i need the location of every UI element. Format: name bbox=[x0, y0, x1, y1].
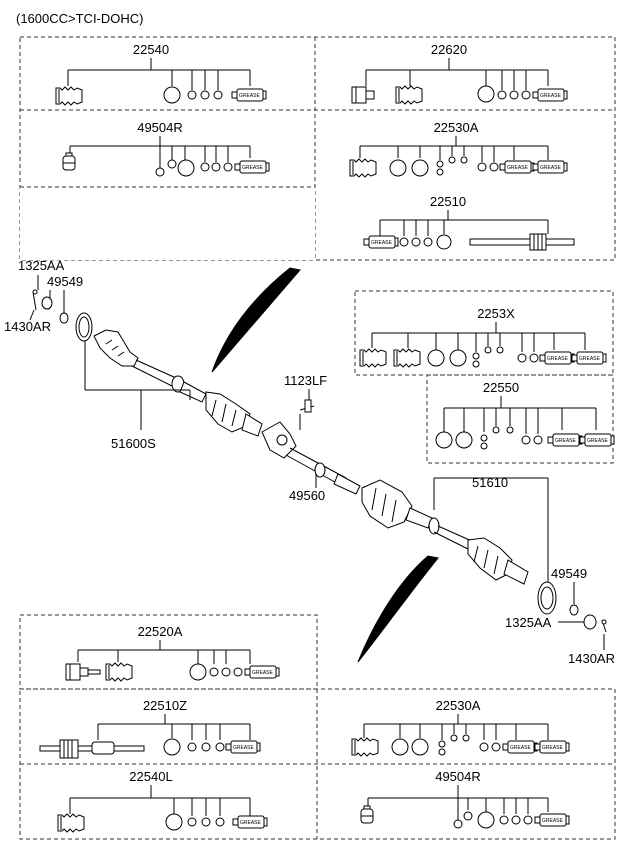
direction-wedge-lower bbox=[357, 555, 439, 663]
kit-22620[interactable]: 22620 GREASE bbox=[351, 42, 568, 105]
kit-22520A-label: 22520A bbox=[138, 624, 183, 639]
kit-22510-label: 22510 bbox=[430, 194, 466, 209]
svg-text:GREASE: GREASE bbox=[587, 438, 609, 444]
svg-text:GREASE: GREASE bbox=[540, 165, 562, 171]
label-1430AR-right: 1430AR bbox=[568, 651, 615, 666]
left-drive-shaft[interactable] bbox=[32, 289, 263, 437]
kit-22550-label: 22550 bbox=[483, 380, 519, 395]
direction-wedge-upper bbox=[211, 267, 301, 373]
washer-left bbox=[59, 312, 69, 324]
svg-text:GREASE: GREASE bbox=[252, 670, 274, 676]
intermediate-shaft[interactable] bbox=[261, 399, 361, 495]
kit-22540L[interactable]: 22540L GREASE bbox=[57, 769, 268, 833]
label-51610: 51610 bbox=[472, 475, 508, 490]
svg-text:GREASE: GREASE bbox=[542, 818, 564, 824]
kit-2253X-label: 2253X bbox=[477, 306, 515, 321]
kit-22550[interactable]: 22550 GREASE GREASE bbox=[435, 380, 615, 450]
kit-49504R-bottom-label: 49504R bbox=[435, 769, 481, 784]
svg-text:GREASE: GREASE bbox=[510, 745, 532, 751]
label-49560: 49560 bbox=[289, 488, 325, 503]
label-1325AA-right: 1325AA bbox=[505, 615, 552, 630]
label-51600S: 51600S bbox=[111, 436, 156, 451]
svg-text:GREASE: GREASE bbox=[242, 165, 264, 171]
label-1123LF: 1123LF bbox=[284, 373, 327, 388]
right-drive-shaft[interactable] bbox=[361, 477, 607, 633]
inner-cv-joint-right bbox=[361, 479, 413, 529]
kit-grid-top bbox=[19, 36, 616, 261]
kit-22540L-label: 22540L bbox=[129, 769, 172, 784]
svg-text:GREASE: GREASE bbox=[239, 93, 261, 99]
svg-text:GREASE: GREASE bbox=[542, 745, 564, 751]
svg-text:GREASE: GREASE bbox=[540, 93, 562, 99]
kit-22510Z-label: 22510Z bbox=[143, 698, 187, 713]
svg-text:GREASE: GREASE bbox=[233, 745, 255, 751]
svg-text:GREASE: GREASE bbox=[555, 438, 577, 444]
main-assembly-labels: 1325AA 49549 1430AR 51600S 1123LF 49560 … bbox=[4, 258, 615, 666]
label-1430AR-left: 1430AR bbox=[4, 319, 51, 334]
kit-22530A-bottom-label: 22530A bbox=[436, 698, 481, 713]
label-49549-left: 49549 bbox=[47, 274, 83, 289]
kit-22510Z[interactable]: 22510Z GREASE bbox=[39, 698, 261, 759]
svg-text:GREASE: GREASE bbox=[240, 820, 262, 826]
kit-2253X[interactable]: 2253X GREASE GREASE bbox=[359, 306, 607, 368]
kit-49504R-top-label: 49504R bbox=[137, 120, 183, 135]
kit-22510[interactable]: 22510 GREASE bbox=[363, 194, 575, 251]
kit-22530A-bottom[interactable]: 22530A GREASE GREASE bbox=[351, 698, 570, 757]
kit-49504R-top[interactable]: 49504R GREASE bbox=[62, 120, 270, 177]
washer-right bbox=[569, 604, 579, 616]
kit-22620-label: 22620 bbox=[431, 42, 467, 57]
kit-49504R-bottom[interactable]: 49504R GREASE bbox=[360, 769, 570, 829]
svg-text:GREASE: GREASE bbox=[507, 165, 529, 171]
kit-22520A[interactable]: 22520A GREASE bbox=[65, 624, 280, 682]
svg-text:GREASE: GREASE bbox=[371, 240, 393, 246]
spare-shaft bbox=[469, 233, 575, 251]
kit-22540[interactable]: 22540 GREASE bbox=[55, 42, 267, 106]
kit-grid-bottom bbox=[19, 614, 616, 840]
engine-spec-title: (1600CC>TCI-DOHC) bbox=[16, 11, 144, 26]
label-49549-right: 49549 bbox=[551, 566, 587, 581]
hub-nut-left bbox=[41, 296, 53, 310]
cotter-pin-left bbox=[32, 291, 37, 311]
svg-text:GREASE: GREASE bbox=[579, 356, 601, 362]
spare-shaft-z bbox=[39, 739, 145, 759]
kit-22530A-top[interactable]: 22530A GREASE GREASE bbox=[349, 120, 568, 178]
svg-text:GREASE: GREASE bbox=[547, 356, 569, 362]
kit-grid-middle bbox=[354, 290, 614, 464]
kit-22530A-top-label: 22530A bbox=[434, 120, 479, 135]
outer-cv-joint-left bbox=[93, 329, 139, 367]
label-1325AA-left: 1325AA bbox=[18, 258, 65, 273]
hub-nut-right bbox=[583, 614, 597, 630]
kit-22540-label: 22540 bbox=[133, 42, 169, 57]
